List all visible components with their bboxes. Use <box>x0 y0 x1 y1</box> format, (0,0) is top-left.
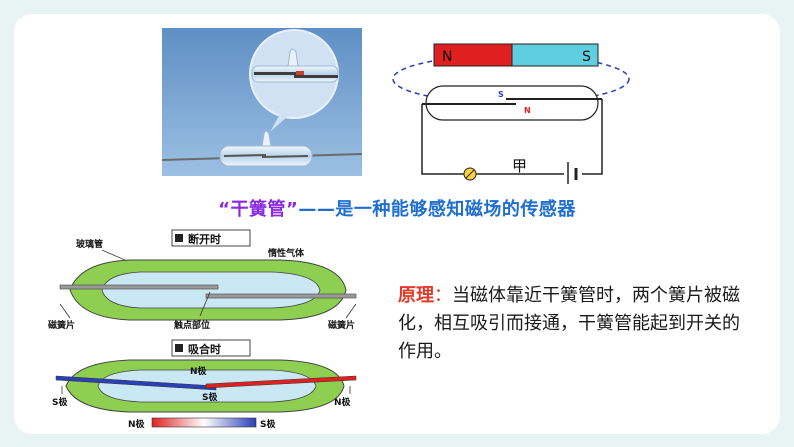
magnet-s-label: S <box>582 49 591 65</box>
bar-s-label: S极 <box>260 418 276 430</box>
magnetization-bar <box>151 417 257 428</box>
contact-label: 触点部位 <box>173 319 210 331</box>
headline: “干簧管”——是一种能够感知磁场的传感器 <box>14 195 780 221</box>
magnet-south <box>511 43 599 67</box>
bar-n-label: N极 <box>128 418 146 430</box>
principle-label: 原理 <box>398 285 434 306</box>
reed-switch-diagrams: 断开时 玻璃管 惰性气体 磁簧片 磁簧片 触点部位 吸合时 N极 S <box>48 229 357 430</box>
closed-title-box <box>171 339 251 357</box>
closed-reed-right <box>205 375 357 389</box>
principle-colon: ： <box>434 285 452 306</box>
open-tube-inner <box>101 271 321 309</box>
s-pole-mid: S极 <box>202 391 218 403</box>
reed-left-label: 磁簧片 <box>48 319 75 331</box>
gas-label: 惰性气体 <box>268 247 305 259</box>
closed-reed-left <box>55 375 217 391</box>
reed-s-label: S <box>498 90 504 99</box>
glass-label: 玻璃管 <box>76 238 103 250</box>
headline-dash: —— <box>298 199 336 220</box>
reed-right-label: 磁簧片 <box>328 319 355 331</box>
n-pole-right: N极 <box>334 396 352 408</box>
open-reed-left <box>59 284 219 290</box>
principle-body: 当磁体靠近干簧管时，两个簧片被磁化，相互吸引而接通，干簧管能起到开关的作用。 <box>398 285 740 362</box>
principle-text: 原理：当磁体靠近干簧管时，两个簧片被磁化，相互吸引而接通，干簧管能起到开关的作用… <box>398 282 748 366</box>
s-pole-left: S极 <box>52 396 68 408</box>
headline-desc: 是一种能够感知磁场的传感器 <box>335 199 576 220</box>
slide-card: N S S N 甲 “干簧管”——是一种能够感知磁场的传感器 <box>14 14 780 434</box>
headline-term: “干簧管” <box>218 199 299 220</box>
bulb-label: 甲 <box>512 157 527 175</box>
open-reed-right <box>205 293 357 299</box>
open-title: 断开时 <box>188 232 221 246</box>
magnet-n-label: N <box>442 49 452 65</box>
circuit-diagram: N S S N 甲 <box>392 43 630 184</box>
open-title-box <box>171 229 251 247</box>
closed-title: 吸合时 <box>188 342 221 356</box>
reed-n-label: N <box>524 106 531 115</box>
reed-switch-photo <box>162 28 362 176</box>
n-pole-top: N极 <box>190 365 208 377</box>
